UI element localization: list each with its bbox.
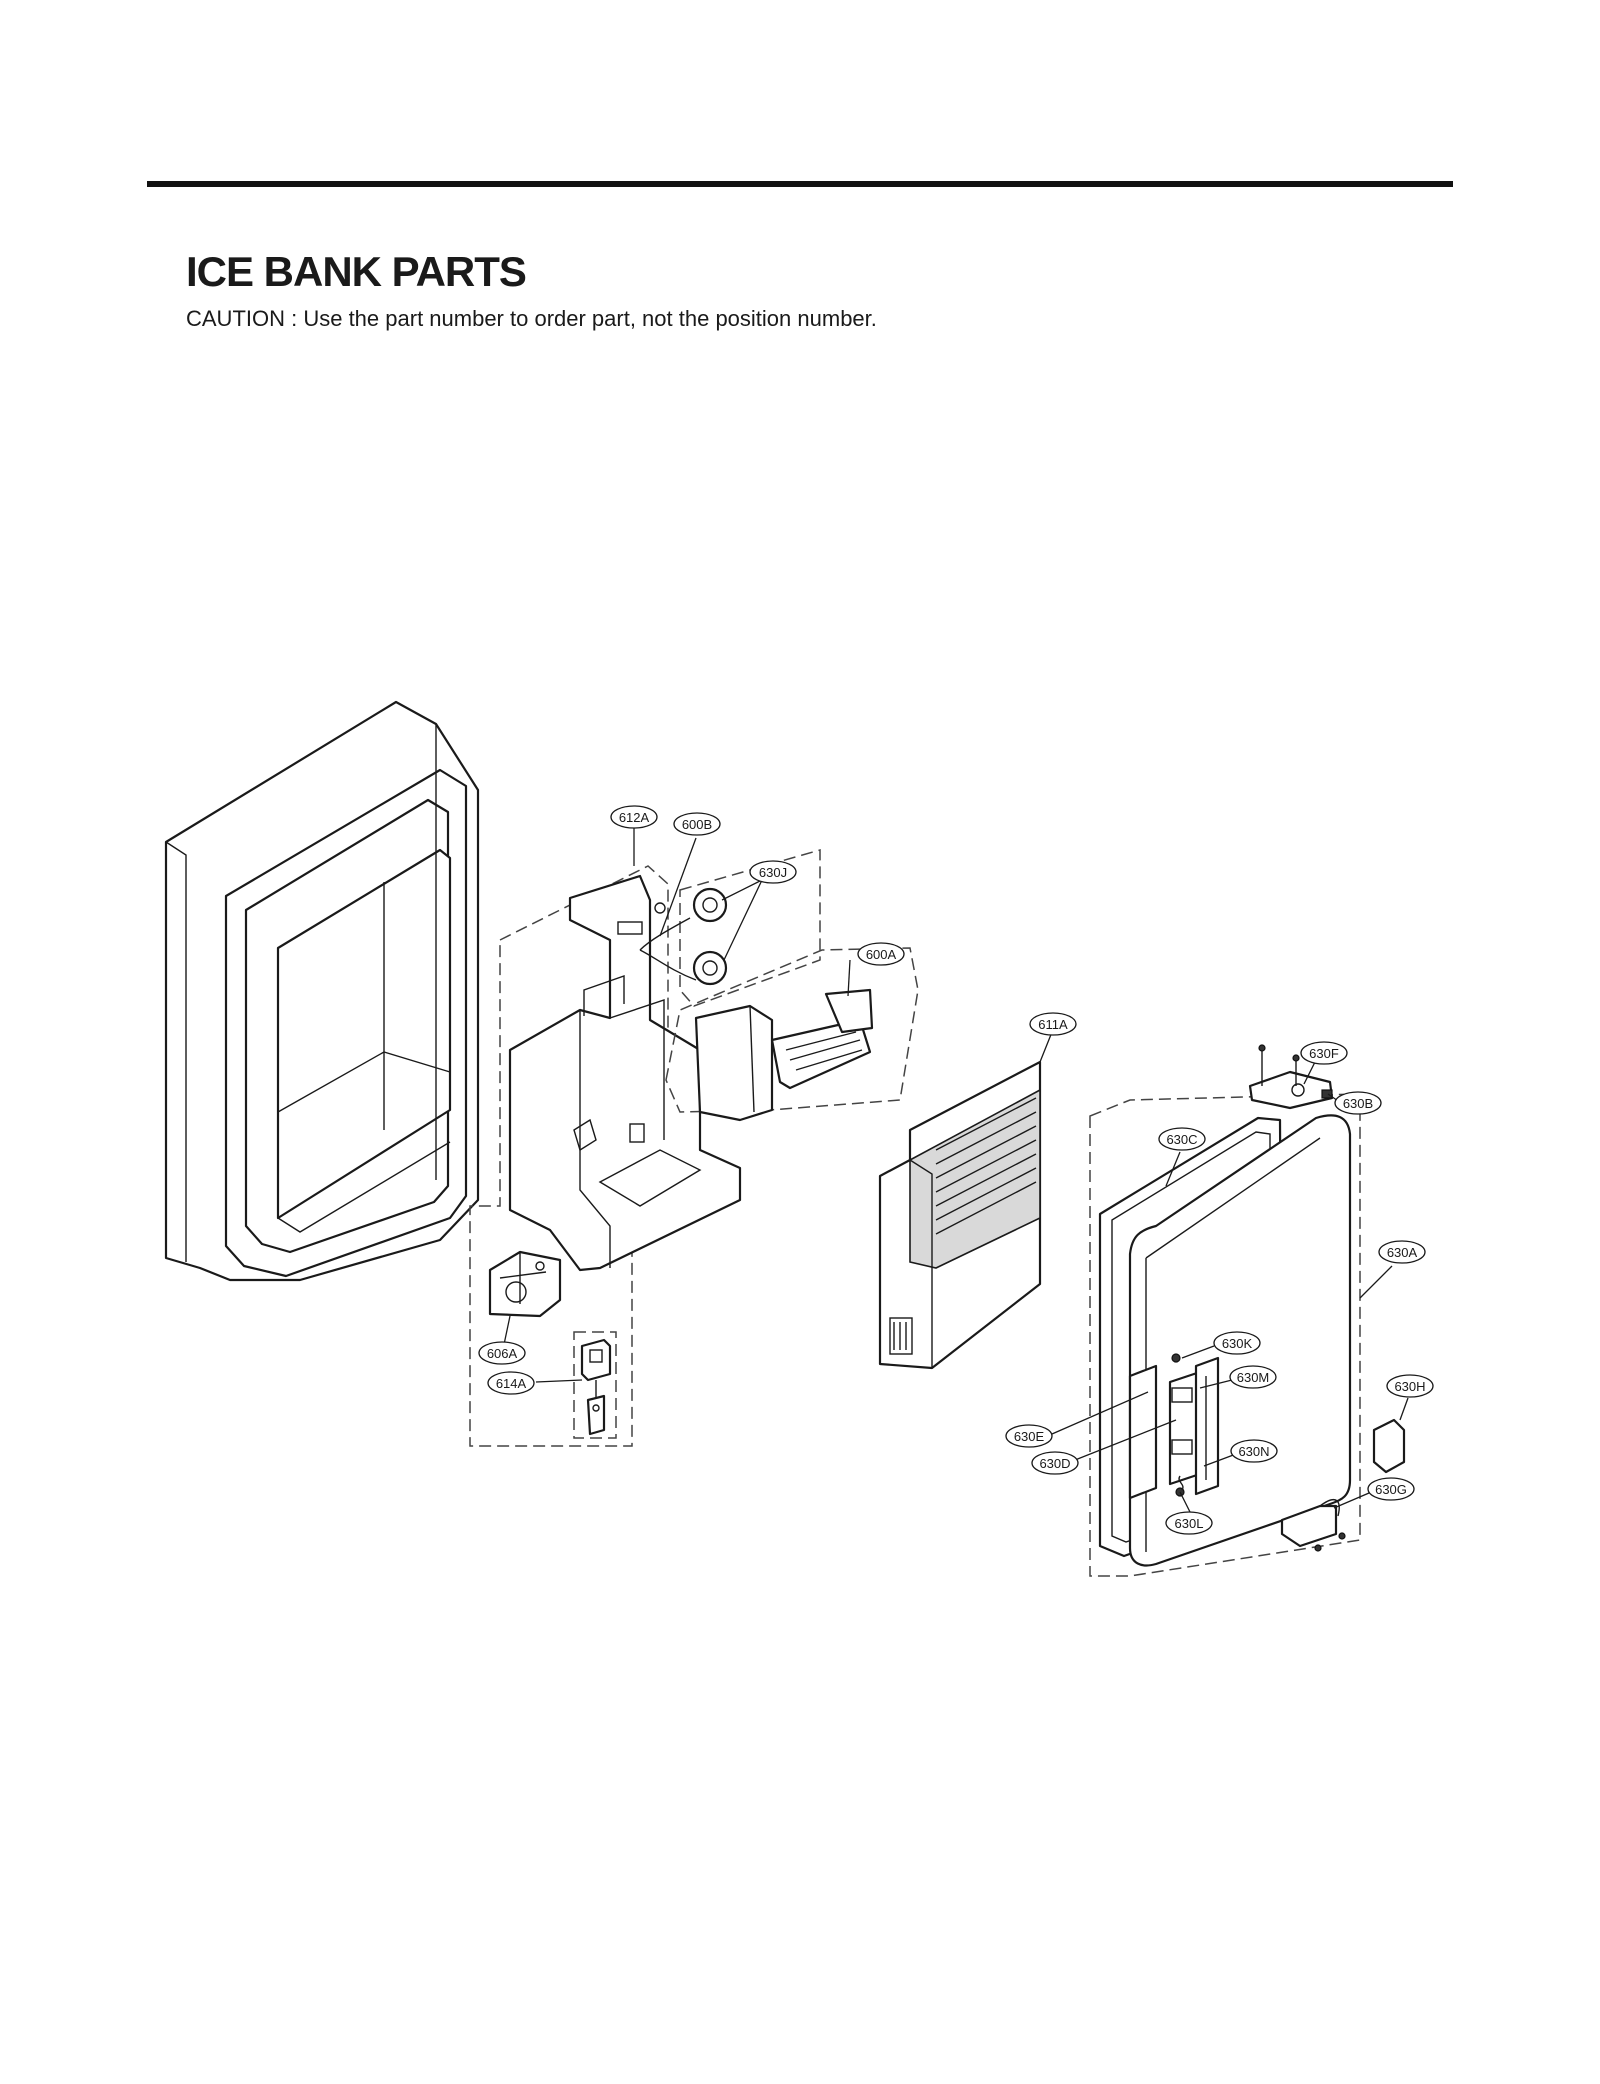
callout-630D: 630D	[1031, 1451, 1079, 1475]
callout-630F: 630F	[1300, 1041, 1348, 1065]
solenoid-assembly	[573, 1331, 617, 1439]
door-latch-mechanism	[1128, 1353, 1220, 1500]
svg-text:630D: 630D	[1039, 1456, 1070, 1471]
leader-lines	[501, 828, 1409, 1513]
callout-630E: 630E	[1005, 1424, 1053, 1448]
svg-text:611A: 611A	[1038, 1017, 1068, 1032]
svg-text:614A: 614A	[496, 1376, 527, 1391]
callout-630G: 630G	[1367, 1477, 1415, 1501]
callout-630H: 630H	[1386, 1374, 1434, 1398]
dispenser-front-panel	[878, 1060, 1042, 1370]
svg-text:630F: 630F	[1309, 1046, 1339, 1061]
svg-text:630K: 630K	[1222, 1336, 1253, 1351]
caution-note: CAUTION : Use the part number to order p…	[186, 306, 877, 331]
header-rule	[147, 181, 1453, 187]
callout-630A: 630A	[1378, 1240, 1426, 1264]
svg-text:630E: 630E	[1014, 1429, 1045, 1444]
ice-bank-housing	[508, 874, 742, 1272]
callout-612A: 612A	[610, 805, 658, 829]
ice-sensor-wheels	[639, 849, 821, 1007]
svg-text:630B: 630B	[1343, 1096, 1373, 1111]
callout-630B: 630B	[1334, 1091, 1382, 1115]
callout-630J: 630J	[749, 860, 797, 884]
svg-text:612A: 612A	[619, 810, 650, 825]
callout-606A: 606A	[478, 1341, 526, 1365]
callout-630N: 630N	[1230, 1439, 1278, 1463]
assembly-boundary-630A	[1089, 1093, 1361, 1577]
assembly-boundary-612A	[469, 865, 669, 1447]
callout-600B: 600B	[673, 812, 721, 836]
callout-630K: 630K	[1213, 1331, 1261, 1355]
svg-text:630H: 630H	[1394, 1379, 1425, 1394]
callout-611A: 611A	[1029, 1012, 1077, 1036]
svg-text:630A: 630A	[1387, 1245, 1418, 1260]
svg-text:630N: 630N	[1238, 1444, 1269, 1459]
callout-630C: 630C	[1158, 1127, 1206, 1151]
top-hinge	[1248, 1044, 1334, 1110]
svg-text:630M: 630M	[1237, 1370, 1270, 1385]
hinge-cap	[1372, 1418, 1406, 1474]
svg-text:600B: 600B	[682, 817, 712, 832]
svg-text:606A: 606A	[487, 1346, 518, 1361]
bottom-hinge	[1280, 1498, 1346, 1552]
callout-630L: 630L	[1165, 1511, 1213, 1535]
auger-motor	[488, 1250, 562, 1318]
svg-text:630L: 630L	[1175, 1516, 1204, 1531]
callout-630M: 630M	[1229, 1365, 1277, 1389]
ice-maker-assembly	[665, 947, 919, 1122]
svg-text:630J: 630J	[759, 865, 787, 880]
callout-614A: 614A	[487, 1371, 535, 1395]
svg-text:600A: 600A	[866, 947, 897, 962]
page-title: ICE BANK PARTS	[186, 248, 527, 295]
svg-text:630C: 630C	[1166, 1132, 1197, 1147]
callout-600A: 600A	[857, 942, 905, 966]
door-frame	[164, 700, 480, 1282]
svg-text:630G: 630G	[1375, 1482, 1407, 1497]
